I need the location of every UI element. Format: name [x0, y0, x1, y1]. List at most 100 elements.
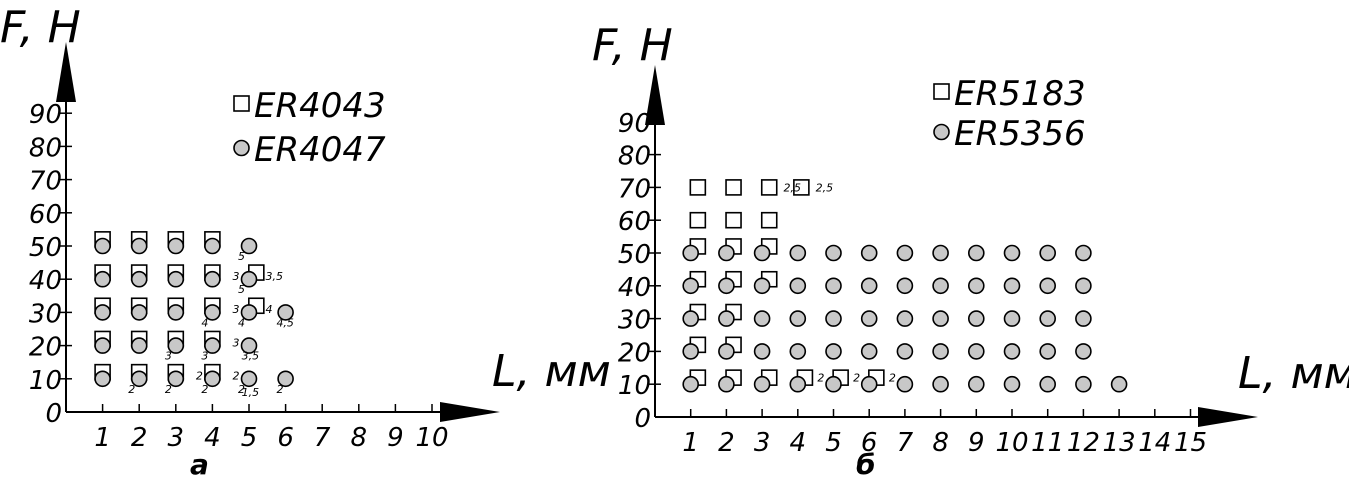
y-tick-label: 50 — [618, 240, 651, 270]
legend-label: ER4043 — [254, 86, 386, 126]
data-point-circle — [204, 270, 221, 288]
axes-a — [56, 42, 500, 422]
data-point-circle — [753, 277, 771, 295]
data-point-circle — [967, 277, 985, 295]
point-annotation: 3 — [165, 350, 172, 363]
data-point-circle — [932, 343, 949, 360]
data-point-circle — [1075, 310, 1092, 327]
x-tick-label: 7 — [314, 423, 331, 453]
y-tick-label: 30 — [618, 306, 651, 336]
y-tick-label: 40 — [29, 266, 62, 296]
data-point-circle — [1039, 277, 1056, 295]
data-point-circle — [240, 270, 258, 288]
data-point-circle — [94, 237, 111, 255]
data-point-circle — [1039, 343, 1056, 360]
y-tick-label: 0 — [45, 399, 62, 429]
point-annotation: 5 — [238, 283, 245, 296]
point-annotation: 2 — [233, 369, 240, 382]
x-tick-label: 5 — [241, 423, 258, 453]
data-point-circle — [932, 375, 949, 393]
data-point-circle — [1003, 244, 1021, 262]
data-point-circle — [1039, 244, 1056, 262]
data-point-circle — [1039, 310, 1056, 327]
x-tick-label: 1 — [94, 423, 111, 453]
data-point-square — [725, 179, 742, 196]
x-tick-label: 7 — [897, 428, 914, 458]
x-tick-label: 14 — [1138, 428, 1171, 458]
data-point-circle — [753, 244, 771, 262]
panel-label-b: б — [856, 448, 876, 479]
legend-circle-symbol — [933, 123, 950, 141]
data-point-circle — [1075, 244, 1092, 262]
data-point-circle — [240, 337, 258, 354]
x-tick-label: 8 — [932, 428, 949, 458]
data-point-square — [689, 211, 707, 229]
data-point-circle — [718, 310, 735, 327]
data-point-circle — [789, 277, 807, 295]
point-annotation: 3 — [233, 303, 240, 316]
data-point-circle — [204, 304, 221, 321]
data-point-circle — [130, 237, 148, 255]
point-annotation: 2,5 — [816, 181, 834, 194]
data-point-circle — [825, 277, 842, 295]
data-point-square — [760, 179, 778, 196]
data-point-square — [793, 179, 810, 196]
data-point-circle — [277, 304, 294, 321]
data-point-circle — [1075, 375, 1092, 393]
data-point-circle — [1039, 375, 1056, 393]
data-point-circle — [860, 375, 878, 393]
y-tick-label: 40 — [618, 273, 651, 303]
x-tick-label: 9 — [968, 428, 985, 458]
data-point-circle — [896, 343, 914, 360]
data-point-circle — [204, 370, 221, 388]
x-tick-label: 8 — [351, 423, 368, 453]
marks-b — [682, 179, 1128, 393]
data-point-circle — [240, 370, 258, 388]
data-point-circle — [682, 244, 700, 262]
data-point-circle — [860, 244, 878, 262]
y-tick-label: 30 — [29, 299, 62, 329]
x-axis-title-a: L, мм — [492, 346, 611, 397]
point-annotation: 4 — [201, 316, 208, 329]
x-tick-label: 9 — [387, 423, 404, 453]
data-point-circle — [1003, 277, 1021, 295]
point-annotation: 2 — [889, 372, 896, 385]
data-point-circle — [167, 304, 185, 321]
y-tick-label: 20 — [618, 338, 651, 368]
y-tick-label: 20 — [29, 333, 62, 363]
x-tick-label: 2 — [131, 423, 148, 453]
data-point-circle — [718, 375, 735, 393]
data-point-circle — [94, 370, 111, 388]
point-annotation: 3 — [233, 336, 240, 349]
data-point-circle — [240, 237, 258, 255]
data-point-circle — [277, 370, 294, 388]
data-point-circle — [789, 343, 807, 360]
x-tick-label: 3 — [754, 428, 771, 458]
data-point-circle — [94, 270, 111, 288]
data-point-circle — [1075, 343, 1092, 360]
data-point-circle — [825, 375, 842, 393]
data-point-circle — [130, 337, 148, 354]
data-point-circle — [1075, 277, 1092, 295]
point-annotation: 3 — [201, 350, 208, 363]
data-point-circle — [1003, 343, 1021, 360]
x-tick-label: 10 — [415, 423, 448, 453]
x-tick-label: 5 — [825, 428, 842, 458]
point-annotation: 2 — [165, 383, 172, 396]
data-point-circle — [789, 244, 807, 262]
point-annotation: 2 — [196, 369, 203, 382]
legend-label: ER4047 — [254, 130, 386, 170]
data-point-circle — [896, 375, 914, 393]
panel-label-a: а — [190, 448, 209, 479]
data-point-circle — [682, 277, 700, 295]
data-point-square — [760, 211, 778, 229]
point-annotation: 2 — [238, 383, 245, 396]
